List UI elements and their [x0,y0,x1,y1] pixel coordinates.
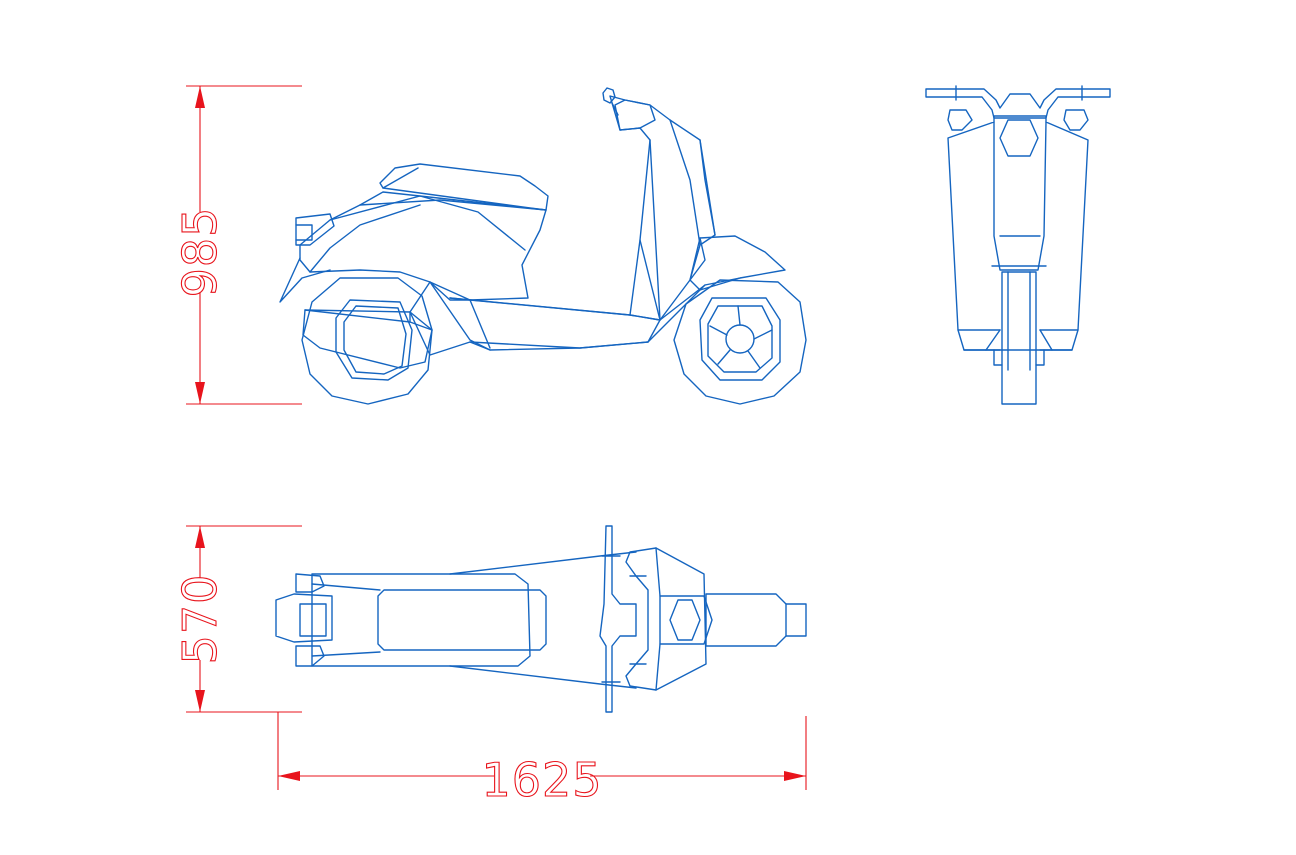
headlight [999,119,1039,157]
front-handlebar [925,88,1111,119]
seat-top [377,589,547,651]
left-mirror [947,109,973,131]
handlebar [602,87,616,104]
seat [379,163,549,211]
engine-cover [302,309,433,369]
front-wheel [673,279,807,405]
side-view [279,87,807,405]
height-label: 985 [173,207,227,298]
front-body [947,115,1089,351]
headlight-top [669,599,701,641]
length-label: 1625 [481,753,602,807]
front-tire [1001,271,1037,405]
dimension-length: 1625 [277,712,807,808]
front-cowl [625,547,707,691]
rear-light-top [295,573,325,593]
body-top [311,573,531,667]
front-fender-top [705,593,807,647]
rear-wheel [301,277,433,405]
leg-shield [614,99,716,321]
top-view [275,525,807,713]
rear-body [299,191,547,301]
dimension-width: 570 [172,525,302,713]
handlebar-top [599,525,637,713]
front-fender [689,235,786,291]
width-label: 570 [173,574,227,665]
rear-fender [279,257,331,303]
dimension-height: 985 [172,85,302,405]
front-view [925,85,1111,405]
right-mirror [1063,109,1089,131]
